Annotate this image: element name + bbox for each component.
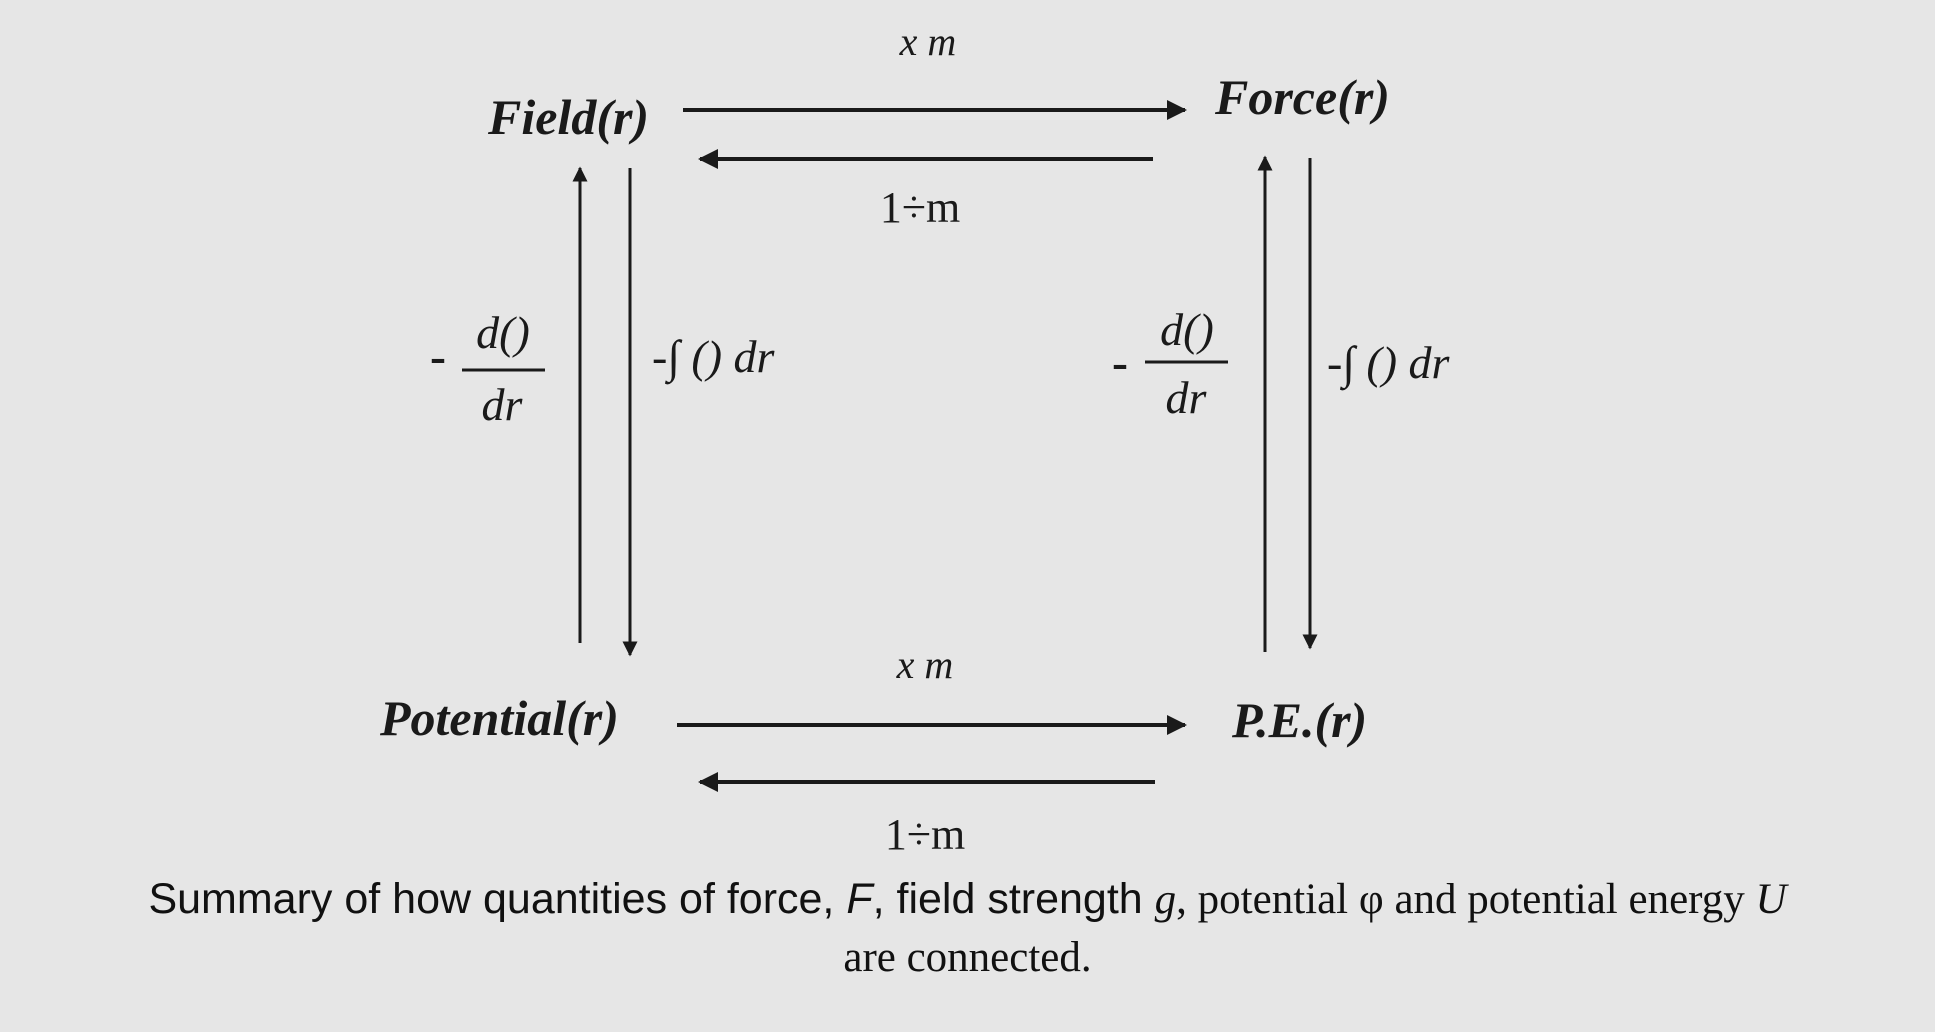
left-derivative-sign: - [430, 330, 446, 383]
left-integral: -∫ () dr [652, 331, 776, 385]
label-bottom-divide: 1÷m [885, 810, 965, 859]
node-field: Field(r) [487, 89, 649, 145]
node-pe: P.E.(r) [1231, 692, 1367, 748]
node-potential: Potential(r) [379, 690, 619, 746]
caption-text-4: and potential energy [1383, 876, 1756, 923]
figure-caption: Summary of how quantities of force, F, f… [0, 870, 1935, 987]
node-force: Force(r) [1214, 69, 1390, 125]
caption-symbol-energy: U [1755, 876, 1787, 923]
caption-symbol-force: F [846, 875, 873, 923]
label-top-divide: 1÷m [880, 183, 960, 232]
left-derivative-denominator: dr [482, 379, 524, 430]
caption-text-3: , potential [1176, 876, 1359, 923]
right-integral: -∫ () dr [1327, 337, 1451, 391]
right-derivative-sign: - [1112, 336, 1128, 389]
relationship-diagram: Field(r) Force(r) Potential(r) P.E.(r) x… [379, 19, 1451, 859]
label-bottom-multiply: x m [896, 642, 954, 687]
left-derivative-numerator: d() [476, 307, 530, 358]
caption-line-1: Summary of how quantities of force, F, f… [0, 870, 1935, 929]
caption-line-2: are connected. [843, 934, 1092, 981]
caption-text-2: , field strength [872, 875, 1155, 923]
right-derivative-numerator: d() [1160, 304, 1214, 355]
caption-symbol-potential: φ [1358, 876, 1384, 923]
caption-text-1: Summary of how quantities of force, [148, 875, 847, 923]
caption-symbol-field: g [1154, 876, 1177, 923]
label-top-multiply: x m [899, 19, 957, 64]
right-derivative-denominator: dr [1166, 372, 1208, 423]
